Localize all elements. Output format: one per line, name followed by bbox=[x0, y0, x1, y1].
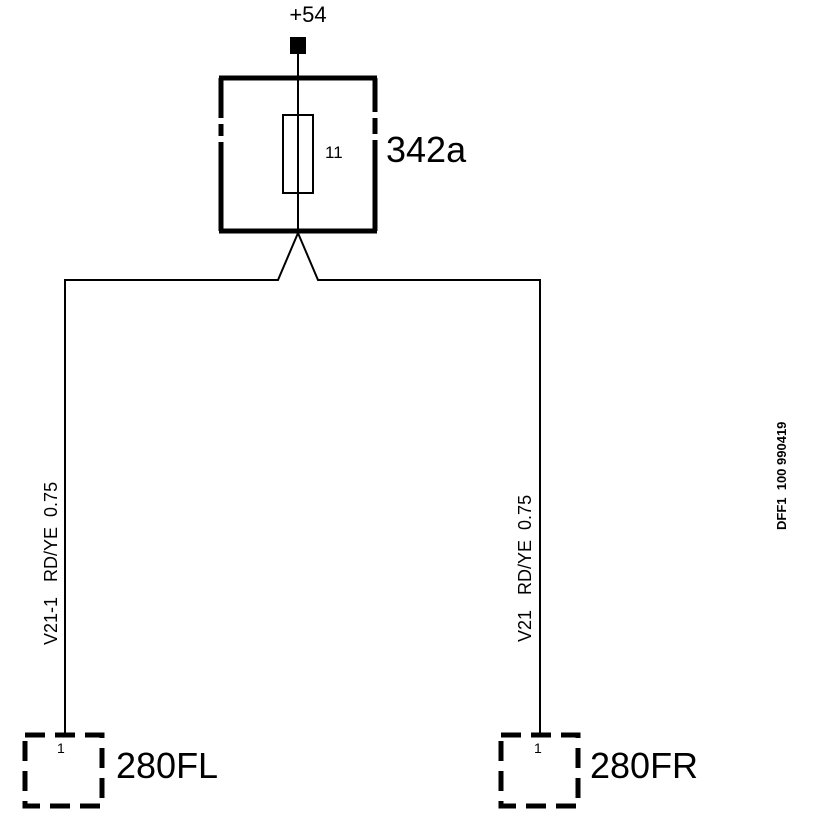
wire-label-left: V21-1 RD/YE 0.75 bbox=[41, 482, 61, 645]
connector-280fl-label: 280FL bbox=[116, 745, 218, 786]
fuse-number: 11 bbox=[325, 143, 343, 162]
connector-280fr bbox=[498, 732, 581, 809]
fuse-box-label: 342a bbox=[386, 129, 467, 170]
connector-280fr-label: 280FR bbox=[590, 745, 698, 786]
connector-280fl-pin: 1 bbox=[57, 740, 65, 756]
branch-wires bbox=[64, 230, 541, 735]
connector-280fr-pin: 1 bbox=[534, 740, 542, 756]
wire-label-right: V21 RD/YE 0.75 bbox=[515, 495, 535, 642]
connector-280fl bbox=[22, 732, 105, 809]
reference-label: DFF1 100 990419 bbox=[774, 422, 789, 530]
supply-label: +54 bbox=[289, 2, 326, 27]
supply-terminal bbox=[290, 37, 306, 54]
